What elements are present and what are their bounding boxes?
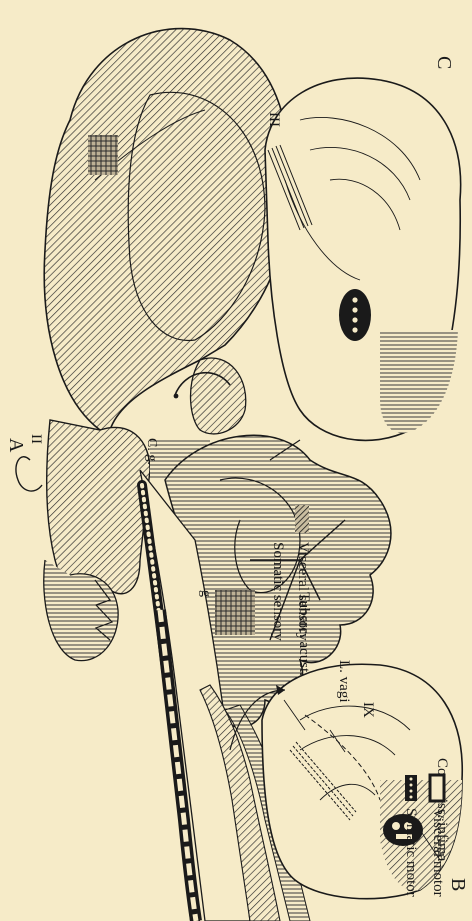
hemisphere-cross-area [88,135,118,175]
panel-label-a: A [5,438,27,453]
label-g: g [198,590,213,597]
label-roman-ii: II [28,434,44,444]
label-roman-iii: III [266,112,282,127]
legend-item-somatic-sensory: Somatic sensory [270,505,286,641]
legend-label-somatic-motor: Somatic motor [403,808,419,897]
optic-nerve-stump [16,457,42,491]
label-c-g: C. g. [144,438,159,465]
legend-item-visceral-motor: Visceral motor [430,775,446,897]
tectum [191,358,246,434]
inset-c-nucleus [339,289,371,341]
label-roman-ix: IX [360,702,376,718]
panel-label-c: C [433,56,455,69]
label-l-vagi: L. vagi [336,660,352,703]
g-visceral-patch [215,590,255,635]
inset-c-somatic-sensory [380,330,458,433]
legend-label-visceral-motor: Visceral motor [430,808,446,897]
tectum-dot [174,394,179,399]
legend-label-somatic-sensory: Somatic sensory [270,542,286,641]
panel-label-b: B [447,878,469,891]
legend-item-visceral-sensory: Visceral sensory [295,505,311,641]
legend-label-visceral-sensory: Visceral sensory [295,542,311,641]
legend-item-somatic-motor: Somatic motor [403,775,419,897]
